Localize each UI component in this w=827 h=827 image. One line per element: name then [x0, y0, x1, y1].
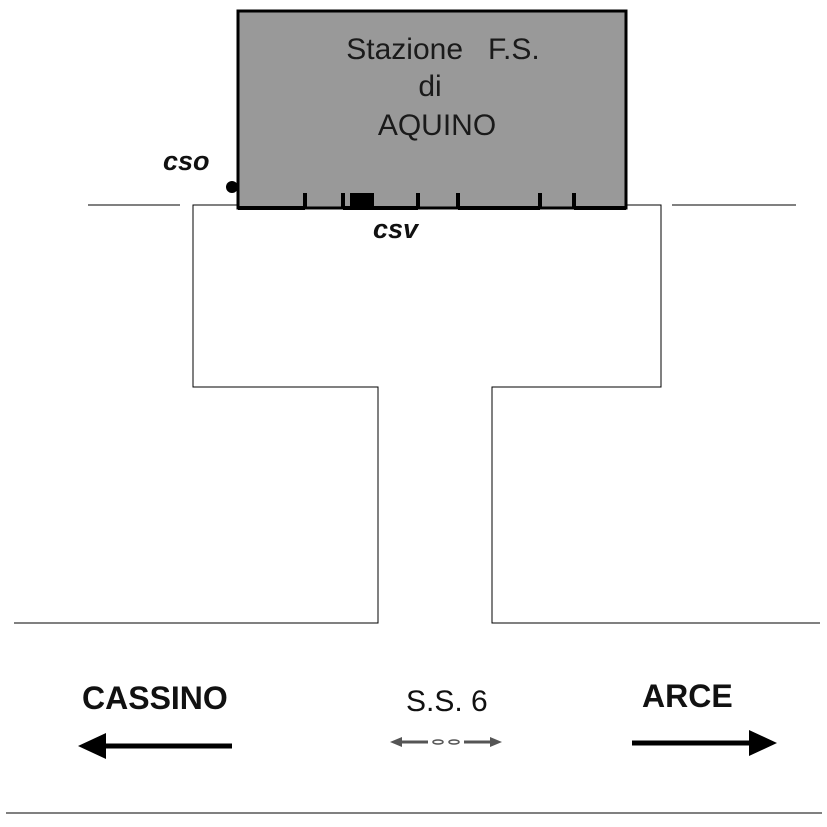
station-name-line3: AQUINO	[378, 109, 496, 142]
station-name-line2: di	[418, 70, 441, 103]
station-building	[236, 9, 628, 210]
forecourt-outline	[14, 204, 820, 624]
station-entrances	[238, 193, 626, 210]
station-name-line1: Stazione F.S.	[346, 33, 539, 66]
cso-marker	[226, 181, 238, 193]
bidirectional-arrow-icon	[390, 737, 502, 747]
arrow-left-icon	[78, 733, 232, 759]
road-name-label: S.S. 6	[406, 685, 488, 718]
arrow-right-icon	[632, 730, 777, 756]
cso-label: cso	[163, 146, 210, 176]
csv-marker	[350, 193, 374, 207]
direction-right-label: ARCE	[642, 678, 733, 714]
direction-left-label: CASSINO	[82, 680, 228, 716]
csv-label: csv	[373, 214, 420, 244]
